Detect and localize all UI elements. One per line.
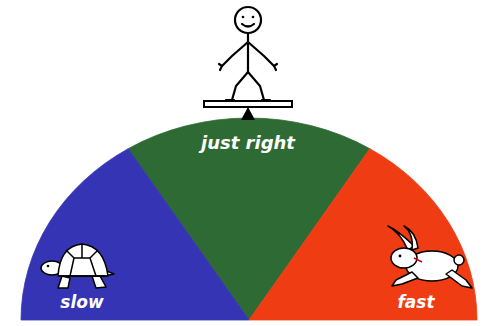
sector-fill xyxy=(21,149,249,320)
label-holder: slow xyxy=(60,293,103,312)
sector-label: fast xyxy=(397,293,434,312)
fulcrum xyxy=(241,107,255,120)
stick-figure xyxy=(219,7,277,100)
turtle-icon xyxy=(41,244,114,288)
label-holder: fast xyxy=(397,293,434,312)
sector-label: just right xyxy=(201,133,295,153)
sector-fill xyxy=(128,118,370,320)
sector-fill xyxy=(249,149,477,320)
balance-board xyxy=(204,101,292,107)
rabbit-icon xyxy=(388,226,472,288)
sector-label: slow xyxy=(60,293,103,312)
label-holder: just right xyxy=(201,133,295,153)
